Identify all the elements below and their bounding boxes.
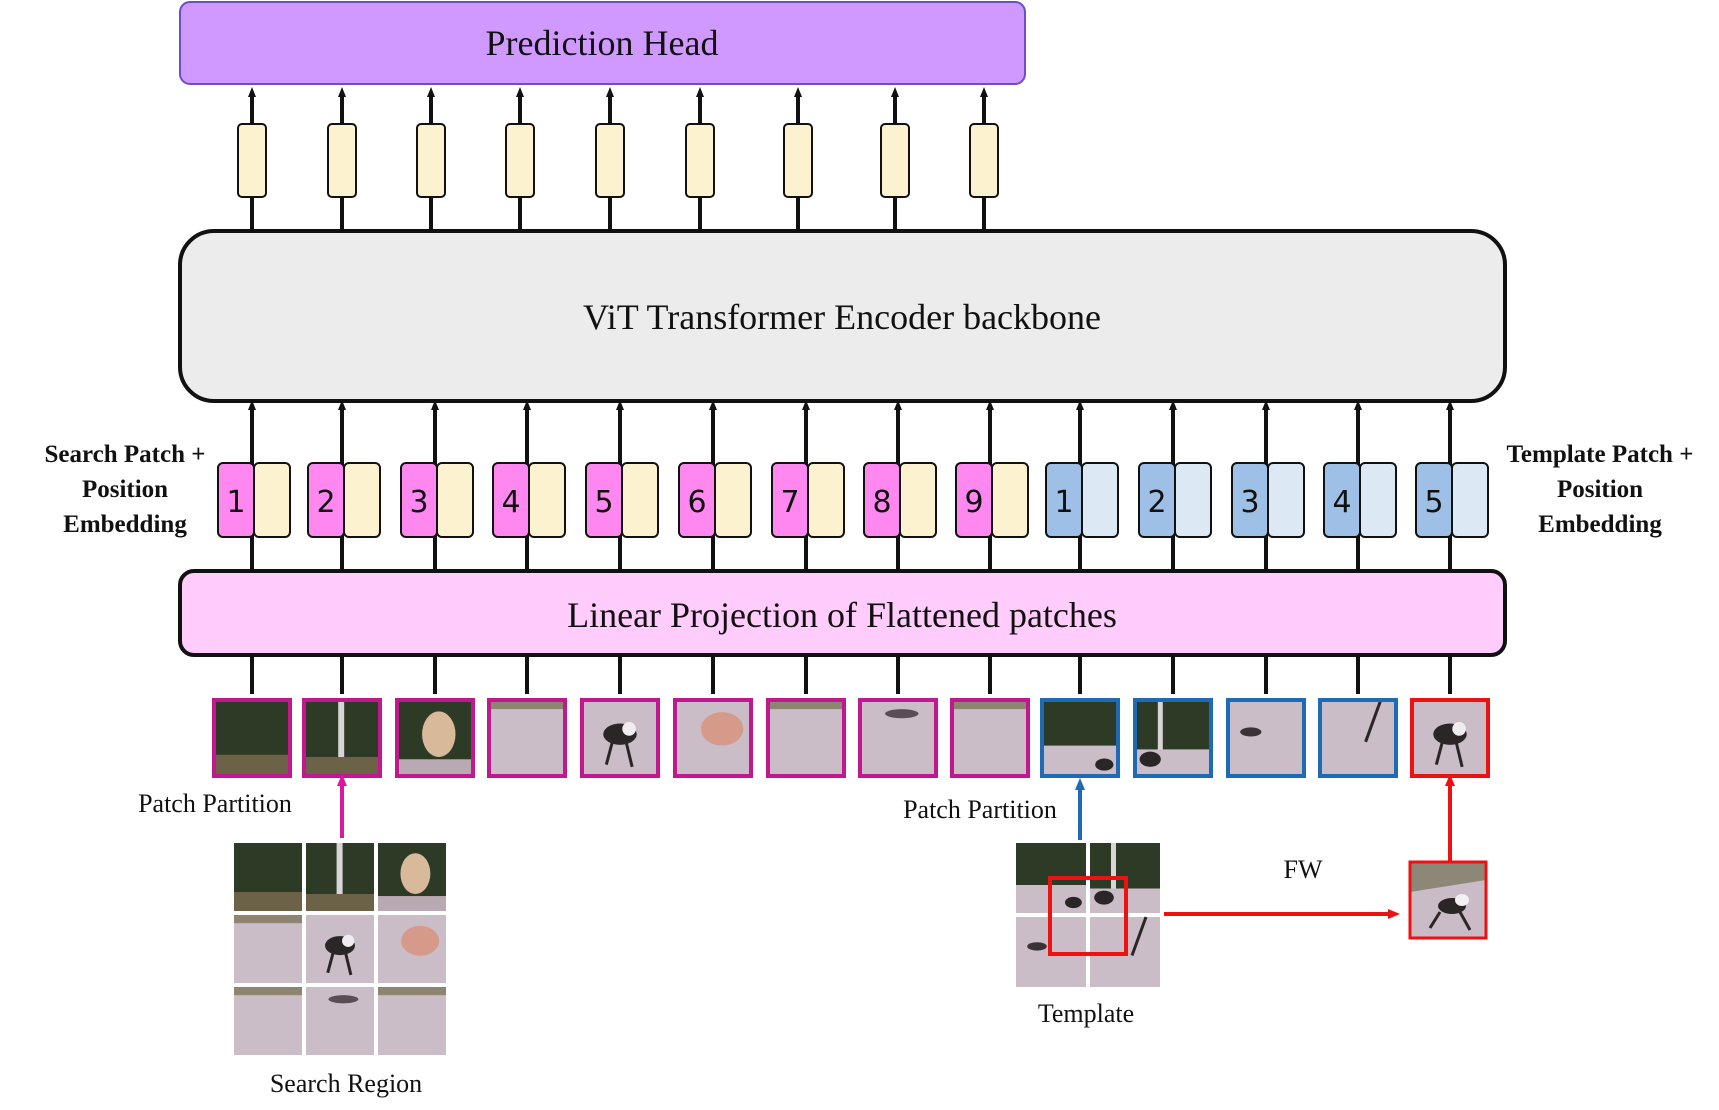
- search-patch-3: [395, 655, 475, 778]
- search-embed-token-4-number: 4: [501, 485, 520, 520]
- template-patch-3: [1226, 655, 1306, 778]
- search-region-caption: Search Region: [270, 1069, 422, 1098]
- backbone-label: ViT Transformer Encoder backbone: [583, 297, 1101, 337]
- search-embed-token-7-number: 7: [780, 485, 799, 520]
- search-region-cell-9: [378, 987, 446, 1055]
- prediction-head-label: Prediction Head: [486, 23, 719, 63]
- prediction-head: Prediction Head: [179, 1, 1026, 85]
- search-embed-token-8: 8: [863, 400, 937, 571]
- search-caption-line-3: Embedding: [63, 511, 187, 538]
- output-token-5: [595, 87, 625, 231]
- search-region-cell-1: [234, 843, 302, 911]
- search-patch-9: [950, 655, 1030, 778]
- template-embed-token-5-number: 5: [1424, 485, 1443, 520]
- search-embed-token-6: 6: [678, 400, 752, 571]
- template-embed-token-3-number: 3: [1240, 485, 1259, 520]
- output-token-2: [327, 87, 357, 231]
- template-embed-token-1-number: 1: [1054, 485, 1073, 520]
- image-patches: [212, 655, 1490, 778]
- template-target-box: [1048, 876, 1128, 956]
- search-region-cell-2: [306, 843, 374, 911]
- search-embed-token-2: 2: [307, 400, 381, 571]
- search-embed-token-4: 4: [492, 400, 566, 571]
- patch-partition-left-caption: Patch Partition: [138, 789, 292, 818]
- template-patch-5: [1410, 655, 1490, 778]
- template-patch-4: [1318, 655, 1398, 778]
- output-token-6: [685, 87, 715, 231]
- search-embed-token-1: 1: [217, 400, 291, 571]
- search-embedding-caption: Search Patch + Position Embedding: [45, 441, 206, 538]
- output-token-8: [880, 87, 910, 231]
- search-embed-token-5: 5: [585, 400, 659, 571]
- search-patch-4: [487, 655, 567, 778]
- template-patch-1: [1040, 655, 1120, 778]
- output-token-3: [416, 87, 446, 231]
- template-embedding-caption: Template Patch + Position Embedding: [1507, 441, 1694, 538]
- search-patch-5: [580, 655, 660, 778]
- search-region-cell-7: [234, 987, 302, 1055]
- search-embed-token-3-number: 3: [409, 485, 428, 520]
- template-image: [1016, 843, 1160, 987]
- search-caption-line-2: Position: [82, 476, 168, 503]
- template-caption-line-1: Template Patch +: [1507, 441, 1694, 468]
- template-patch-2: [1133, 655, 1213, 778]
- search-embed-token-9: 9: [955, 400, 1029, 571]
- template-embed-token-2: 2: [1138, 400, 1212, 571]
- search-embed-token-6-number: 6: [687, 485, 706, 520]
- template-embed-token-2-number: 2: [1147, 485, 1166, 520]
- template-embed-token-4-number: 4: [1332, 485, 1351, 520]
- search-embed-token-7: 7: [771, 400, 845, 571]
- search-patch-7: [766, 655, 846, 778]
- output-tokens: [237, 87, 999, 231]
- linear-projection: Linear Projection of Flattened patches: [178, 569, 1507, 657]
- projection-label: Linear Projection of Flattened patches: [567, 595, 1117, 635]
- output-token-4: [505, 87, 535, 231]
- template-embed-token-1: 1: [1045, 400, 1119, 571]
- vit-backbone: ViT Transformer Encoder backbone: [178, 229, 1507, 403]
- template-caption-line-2: Position: [1557, 476, 1643, 503]
- patch-partition-right-caption: Patch Partition: [903, 795, 1057, 824]
- search-embed-token-3: 3: [400, 400, 474, 571]
- search-region-cell-6: [378, 915, 446, 983]
- output-token-7: [783, 87, 813, 231]
- template-embed-token-3: 3: [1231, 400, 1305, 571]
- search-region-image: [234, 843, 446, 1055]
- search-region-cell-8: [306, 987, 374, 1055]
- search-region-cell-5: [306, 915, 374, 983]
- template-caption-line-3: Embedding: [1538, 511, 1662, 538]
- search-embed-token-2-number: 2: [316, 485, 335, 520]
- output-token-1: [237, 87, 267, 231]
- search-patch-2: [302, 655, 382, 778]
- search-embed-token-5-number: 5: [594, 485, 613, 520]
- output-token-9: [969, 87, 999, 231]
- search-embed-token-1-number: 1: [226, 485, 245, 520]
- search-patch-8: [858, 655, 938, 778]
- search-embed-token-8-number: 8: [872, 485, 891, 520]
- template-embed-token-4: 4: [1323, 400, 1397, 571]
- search-patch-6: [673, 655, 753, 778]
- embedding-tokens: 1 2 3 4 5 6 7 8 9 1 2 3 4 5: [217, 400, 1489, 571]
- search-patch-1: [212, 655, 292, 778]
- template-embed-token-5: 5: [1415, 400, 1489, 571]
- search-caption-line-1: Search Patch +: [45, 441, 206, 468]
- template-caption: Template: [1038, 999, 1134, 1028]
- search-embed-token-9-number: 9: [964, 485, 983, 520]
- fw-crop: [1408, 860, 1488, 940]
- fw-caption: FW: [1284, 855, 1323, 884]
- search-region-cell-3: [378, 843, 446, 911]
- search-region-cell-4: [234, 915, 302, 983]
